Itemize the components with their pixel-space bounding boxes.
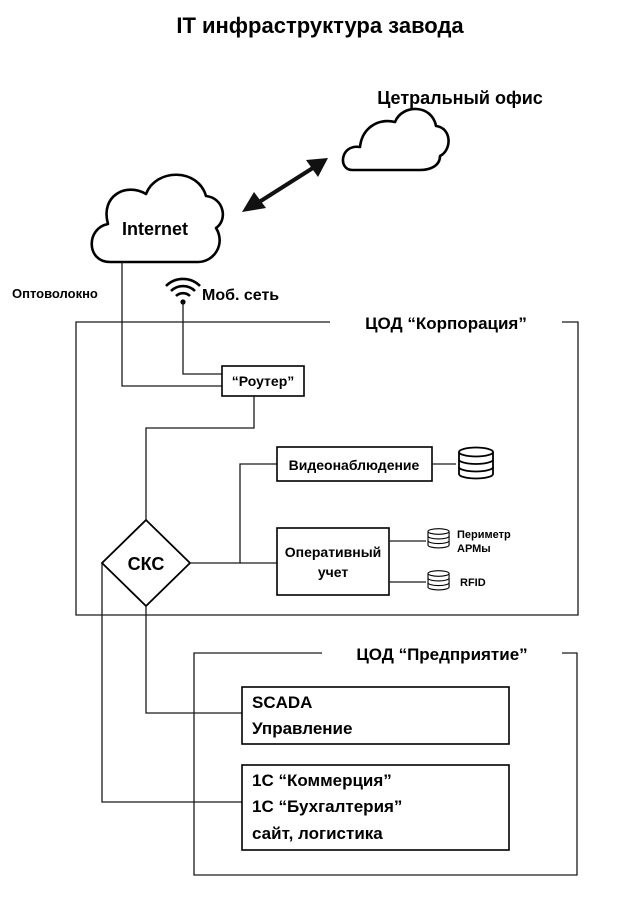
operational-label-line1: Оперативный <box>285 544 382 560</box>
operational-box <box>276 527 390 596</box>
scada-label-line2: Управление <box>252 719 352 738</box>
router-sks-line <box>145 396 255 520</box>
database-icon-rfid <box>427 570 450 591</box>
fiber-line <box>121 262 222 387</box>
wifi-icon <box>165 277 201 305</box>
diagram-title: IT инфраструктура завода <box>176 13 464 38</box>
database-icon-perimeter <box>427 528 450 549</box>
mobile-line <box>182 302 222 375</box>
arrow-head-left <box>242 192 266 212</box>
router-label: “Роутер” <box>232 373 295 389</box>
corporation-zone-label: ЦОД “Корпорация” <box>365 314 527 333</box>
enterprise-zone-label: ЦОД “Предприятие” <box>356 645 527 664</box>
corporation-zone-frame <box>75 321 579 616</box>
sks-1c-line <box>101 563 242 803</box>
rfid-label: RFID <box>460 577 486 589</box>
scada-label-line1: SCADA <box>252 693 312 712</box>
router-box <box>221 365 305 397</box>
video-surveillance-box <box>276 446 433 482</box>
enterprise-zone-frame <box>193 652 578 876</box>
onec-box <box>241 764 510 851</box>
sks-label: СКС <box>128 554 165 574</box>
arrow-head-right <box>306 158 328 177</box>
mobile-network-label: Моб. сеть <box>202 287 279 304</box>
operational-label-line2: учет <box>318 564 349 580</box>
central-office-cloud-icon <box>341 107 450 172</box>
central-office-label: Цетральный офис <box>377 88 543 108</box>
database-icon <box>458 446 494 480</box>
optical-fiber-label: Оптоволокно <box>12 286 98 301</box>
perimeter-label-line1: Периметр <box>457 529 511 541</box>
connection-arrow <box>254 164 318 206</box>
internet-cloud-icon <box>90 173 225 264</box>
internet-label: Internet <box>122 219 188 239</box>
onec-label-line1: 1С “Коммерция” <box>252 771 392 790</box>
sks-video-line <box>190 463 277 564</box>
perimeter-label-line2: АРМы <box>457 543 491 555</box>
onec-label-line2: 1С “Бухгалтерия” <box>252 797 402 816</box>
scada-box <box>241 686 510 745</box>
onec-label-line3: сайт, логистика <box>252 824 383 843</box>
sks-scada-line <box>145 606 242 714</box>
video-surveillance-label: Видеонаблюдение <box>289 457 420 473</box>
